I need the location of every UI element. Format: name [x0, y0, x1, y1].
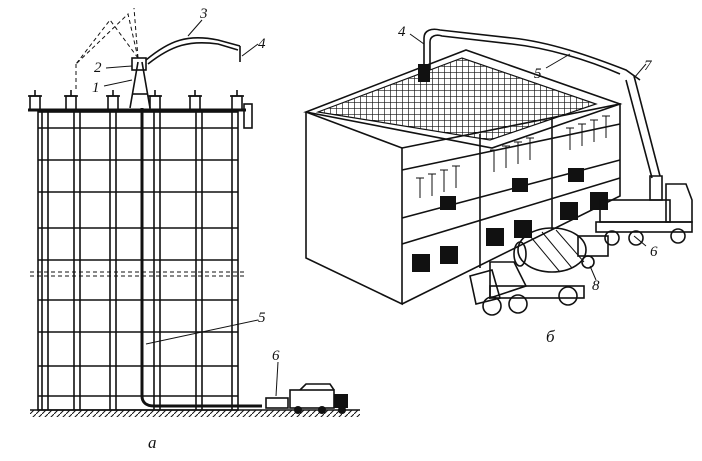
right-callouts: 4 5 7 6 8 б: [398, 24, 658, 346]
left-callout-3: 3: [199, 6, 208, 22]
right-callout-4: 4: [398, 24, 406, 40]
right-building: [303, 49, 623, 306]
left-pump-truck: [265, 383, 348, 414]
right-callout-6: 6: [650, 244, 658, 260]
right-callout-5: 5: [534, 66, 542, 82]
right-mixer-truck: [469, 227, 587, 316]
left-callout-5: 5: [258, 310, 266, 326]
right-boom-truck: [418, 28, 693, 269]
left-callouts: 1 2 3 4 5 6 а: [92, 6, 280, 452]
left-callout-2: 2: [94, 60, 102, 76]
right-panel-caption: б: [546, 327, 555, 346]
left-leaders: [103, 19, 279, 397]
left-callout-1: 1: [92, 80, 100, 96]
right-leaders: [409, 33, 647, 281]
left-building: [28, 90, 360, 417]
right-callout-7: 7: [644, 58, 653, 74]
left-panel-caption: а: [148, 433, 157, 452]
left-placing-boom: [75, 7, 262, 408]
left-callout-6: 6: [272, 348, 280, 364]
right-callout-8: 8: [592, 278, 600, 294]
left-callout-4: 4: [258, 36, 266, 52]
